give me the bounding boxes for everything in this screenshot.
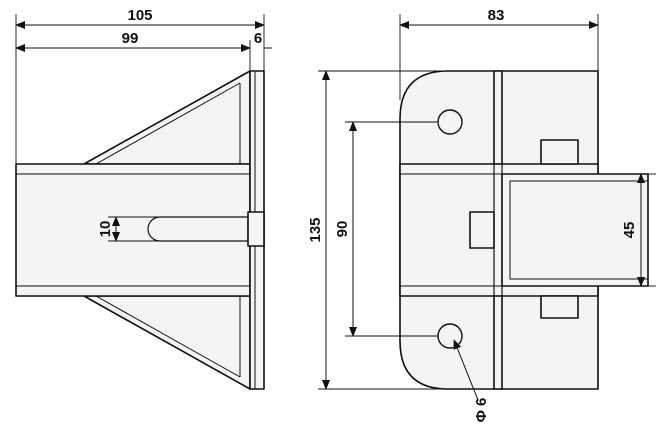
upper-gusset xyxy=(83,70,251,165)
dim-45-label: 45 xyxy=(621,222,638,239)
center-tab xyxy=(469,211,495,249)
dim-99-label: 99 xyxy=(122,30,139,47)
dim-105-label: 105 xyxy=(127,7,152,24)
lower-hole xyxy=(437,323,463,349)
base-plate xyxy=(15,163,251,297)
hole-diameter-label: Φ 6 xyxy=(473,398,490,423)
bottom-tab xyxy=(540,295,579,319)
top-tab xyxy=(540,139,579,165)
dim-10-label: 10 xyxy=(97,221,114,238)
upper-hole xyxy=(437,109,463,135)
hole-leader-line xyxy=(453,339,479,401)
dim-83-label: 83 xyxy=(488,7,505,24)
dim-135-label: 135 xyxy=(307,217,324,242)
dim-90-label: 90 xyxy=(334,221,351,238)
side-view: 105 99 6 10 xyxy=(15,7,272,390)
dim-6-label: 6 xyxy=(254,30,262,47)
bolt-head xyxy=(247,211,265,247)
lower-gusset xyxy=(83,295,251,390)
front-view: 83 135 90 45 Φ 6 xyxy=(307,7,656,422)
